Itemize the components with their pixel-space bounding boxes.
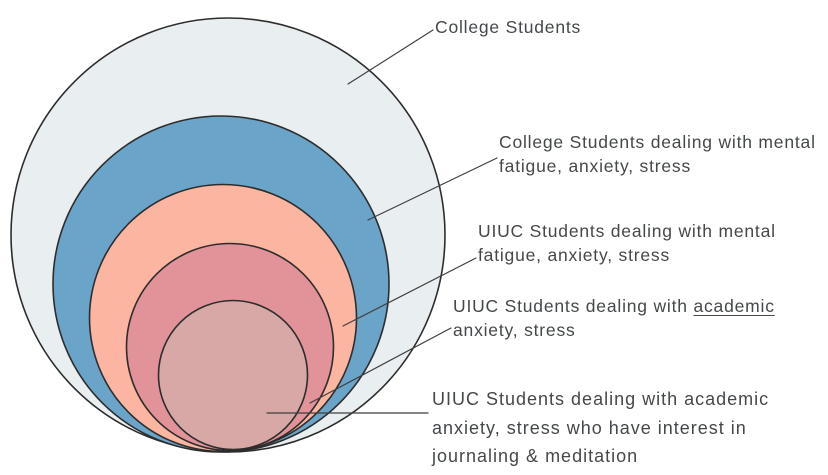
label-text-prefix: UIUC Students dealing with: [453, 296, 694, 316]
label-text-line2: anxiety, stress who have interest in: [432, 417, 747, 438]
leader-line-college-mental-fatigue: [367, 157, 498, 221]
label-uiuc-academic: UIUC Students dealing with academic anxi…: [453, 294, 775, 342]
label-text-line1: UIUC Students dealing with mental: [478, 221, 776, 241]
label-college-mental-fatigue: College Students dealing with mental fat…: [499, 130, 816, 178]
label-uiuc-journaling-meditation: UIUC Students dealing with academic anxi…: [432, 385, 769, 471]
label-text: College Students: [435, 17, 582, 37]
label-text-line1: College Students dealing with mental: [499, 132, 816, 152]
label-text-line1: UIUC Students dealing with academic: [432, 389, 770, 409]
label-text-line2: fatigue, anxiety, stress: [499, 156, 692, 176]
label-text-line1: UIUC Students dealing with academic: [453, 294, 775, 318]
leader-line-college-students: [347, 29, 434, 85]
label-text-line2: fatigue, anxiety, stress: [478, 245, 671, 265]
label-text-underlined-academic: academic: [693, 296, 775, 316]
label-uiuc-mental-fatigue: UIUC Students dealing with mental fatigu…: [478, 219, 776, 267]
label-college-students: College Students: [435, 15, 581, 39]
label-text-line3: journaling & meditation: [432, 446, 639, 466]
leader-line-uiuc-academic: [309, 327, 452, 404]
label-text-line2: anxiety, stress: [453, 320, 576, 340]
circle-uiuc-journaling-meditation: [157, 299, 309, 451]
leader-line-uiuc-mental-fatigue: [342, 257, 477, 327]
